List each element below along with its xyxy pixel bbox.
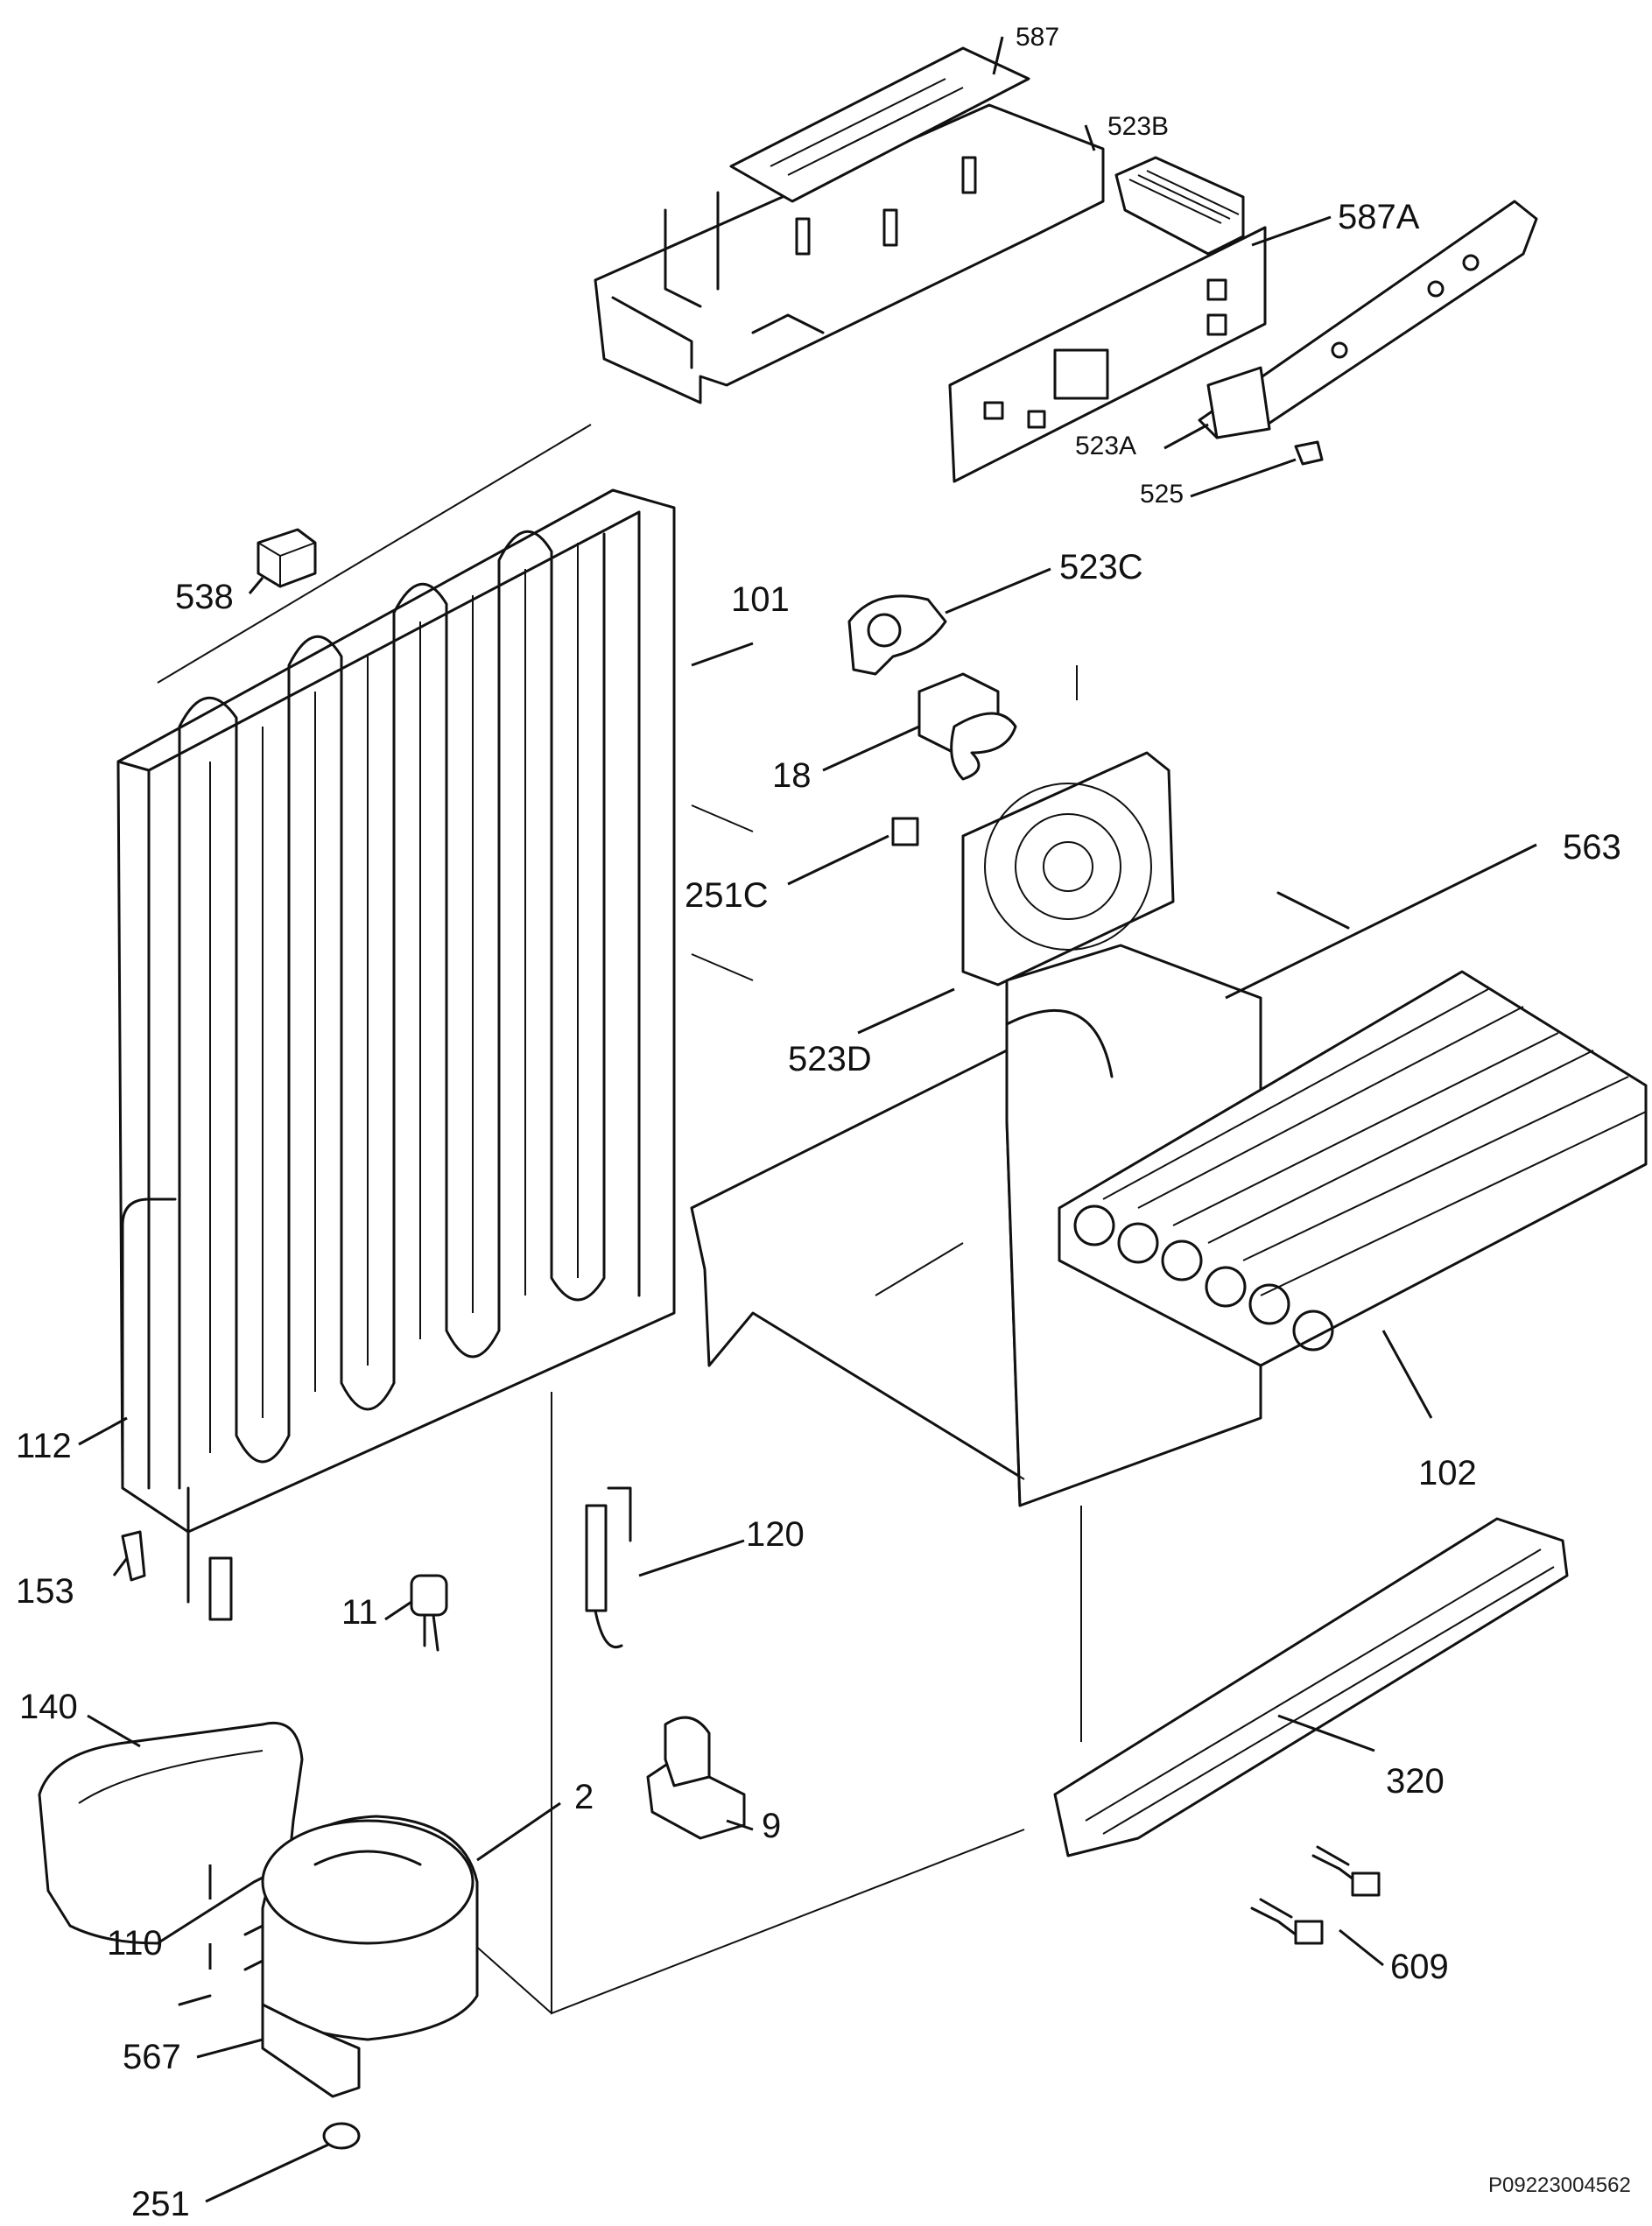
- callout-18: 18: [772, 756, 812, 795]
- clip-525: [1294, 440, 1324, 466]
- callout-538: 538: [175, 578, 234, 616]
- callout-563: 563: [1563, 828, 1621, 867]
- control-housing-523b: [594, 103, 1105, 404]
- callout-525: 525: [1140, 480, 1185, 509]
- callout-120: 120: [746, 1515, 805, 1554]
- cabinet-outline: [157, 424, 1082, 2015]
- callout-523d: 523D: [788, 1040, 872, 1078]
- callout-251c: 251C: [685, 876, 769, 915]
- grommet-251: [322, 2122, 361, 2150]
- callout-587a: 587A: [1338, 198, 1420, 236]
- part-11: [410, 1574, 448, 1652]
- fan-motor-18: [917, 672, 1017, 781]
- callout-110: 110: [107, 1924, 163, 1963]
- reference-code: P09223004562: [1488, 2173, 1631, 2197]
- part-538: [257, 528, 317, 588]
- compressor-2: [243, 1815, 479, 2098]
- part-153: [121, 1530, 146, 1582]
- relay-9: [646, 1716, 746, 1840]
- fan-holder-523c: [847, 594, 947, 676]
- callout-102: 102: [1418, 1454, 1477, 1492]
- callout-101: 101: [731, 580, 790, 619]
- callout-523a: 523A: [1075, 432, 1137, 460]
- leader-lines: [78, 36, 1537, 2203]
- callout-140: 140: [19, 1688, 78, 1726]
- callout-609: 609: [1390, 1948, 1449, 1986]
- callout-11: 11: [341, 1593, 378, 1632]
- display-board-587a: [948, 156, 1267, 483]
- callout-523b: 523B: [1107, 112, 1170, 141]
- fan-cover-523d: [961, 751, 1175, 987]
- drain-heater-112: [121, 1197, 177, 1481]
- callout-153: 153: [16, 1572, 74, 1611]
- callout-523c: 523C: [1059, 548, 1143, 586]
- part-251c: [891, 817, 919, 846]
- callout-587: 587: [1016, 23, 1060, 52]
- drip-tray-140: [38, 1721, 304, 1945]
- sensor-120: [585, 1486, 632, 1648]
- control-board-587: [729, 46, 1030, 203]
- callout-567: 567: [123, 2038, 181, 2076]
- callout-112: 112: [16, 1427, 72, 1465]
- rail-320: [1053, 1517, 1569, 1857]
- wiring-609: [1250, 1845, 1381, 1945]
- evaporator-102: [1058, 970, 1648, 1367]
- condenser-101: [116, 488, 676, 1621]
- callout-251: 251: [131, 2185, 190, 2223]
- callout-9: 9: [762, 1807, 782, 1845]
- callout-320: 320: [1386, 1762, 1445, 1801]
- pin-110: [178, 1994, 212, 2006]
- bracket-523a: [1198, 200, 1538, 439]
- callout-2: 2: [574, 1778, 594, 1816]
